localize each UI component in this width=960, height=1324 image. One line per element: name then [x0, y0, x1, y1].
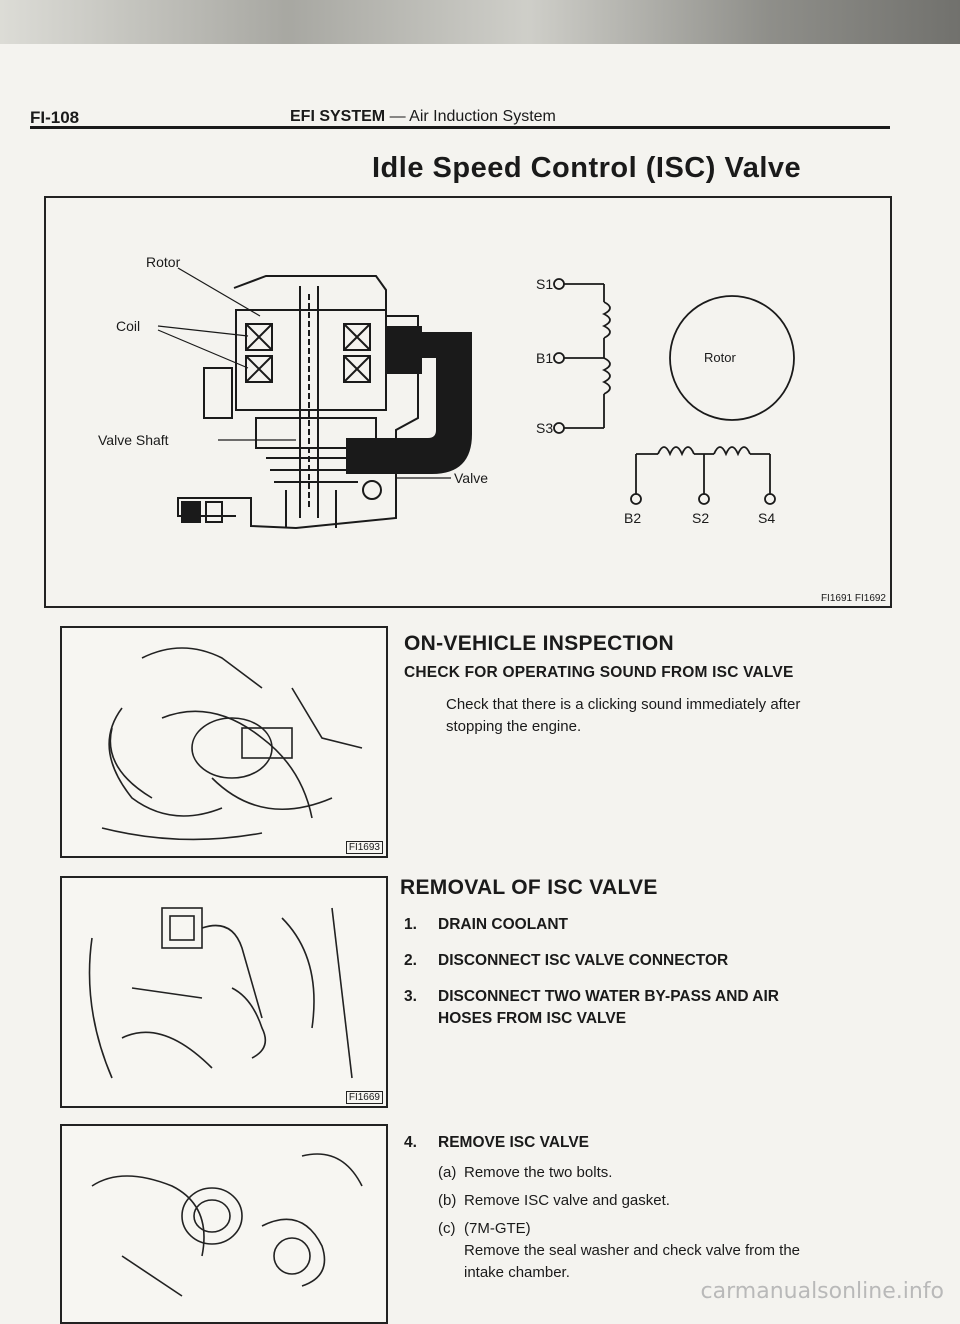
photo-disconnect-connector: FI1669 [60, 876, 388, 1108]
header-rule [30, 126, 890, 129]
substep-c-line2: Remove the seal washer and check valve f… [464, 1242, 800, 1259]
removal-step-4: 4.REMOVE ISC VALVE [404, 1134, 590, 1151]
figure-code-photo-1: FI1693 [345, 841, 383, 854]
removal-heading: REMOVAL OF ISC VALVE [400, 876, 658, 899]
label-s4: S4 [758, 510, 776, 526]
removal-step-2: 2.DISCONNECT ISC VALVE CONNECTOR [404, 952, 729, 969]
substep-c-line3: intake chamber. [464, 1264, 570, 1281]
removal-step-3: 3.DISCONNECT TWO WATER BY-PASS AND AIR [404, 988, 779, 1005]
label-valve: Valve [454, 470, 488, 486]
removal-step-3-cont: HOSES FROM ISC VALVE [438, 1010, 627, 1027]
removal-step-1: 1.DRAIN COOLANT [404, 916, 569, 933]
scan-artifact-band [0, 0, 960, 44]
label-b2: B2 [624, 510, 642, 526]
page-header: FI-108 EFI SYSTEM — Air Induction System [30, 108, 890, 128]
figure-code-main: FI1691 FI1692 [820, 593, 886, 604]
label-s3: S3 [536, 420, 554, 436]
inspection-subheading: CHECK FOR OPERATING SOUND FROM ISC VALVE [404, 664, 794, 681]
page-title: Idle Speed Control (ISC) Valve [372, 152, 802, 184]
section-title-rest: — Air Induction System [389, 108, 556, 125]
label-valve-shaft: Valve Shaft [98, 432, 169, 448]
inspection-heading: ON-VEHICLE INSPECTION [404, 632, 674, 655]
label-rotor: Rotor [146, 254, 181, 270]
engine-bay-illustration-1 [101, 647, 363, 841]
label-s1: S1 [536, 276, 554, 292]
isc-valve-diagram: Rotor Coil Valve Shaft Valve Rotor S1 B1… [44, 196, 892, 608]
figure-code-photo-2: FI1669 [345, 1091, 383, 1104]
photo-remove-isc-valve [60, 1124, 388, 1324]
label-coil: Coil [116, 318, 141, 334]
substep-a: (a)Remove the two bolts. [438, 1164, 613, 1181]
substep-c: (c)(7M-GTE) [438, 1220, 531, 1237]
isc-valve-cross-section-illustration [157, 267, 795, 530]
inspection-text-line1: Check that there is a clicking sound imm… [446, 696, 801, 713]
engine-bay-illustration-3 [91, 1153, 363, 1297]
photo-isc-valve-location: FI1693 [60, 626, 388, 858]
engine-bay-illustration-2 [88, 907, 353, 1079]
substep-b: (b)Remove ISC valve and gasket. [438, 1192, 670, 1209]
page-number: FI-108 [30, 108, 80, 127]
label-s2: S2 [692, 510, 710, 526]
section-title-bold: EFI SYSTEM [290, 108, 386, 125]
inspection-text-line2: stopping the engine. [446, 718, 582, 735]
section-title: EFI SYSTEM — Air Induction System [290, 108, 556, 126]
watermark: carmanualsonline.info [700, 1279, 944, 1304]
label-b1: B1 [536, 350, 554, 366]
label-circuit-rotor: Rotor [704, 350, 736, 365]
